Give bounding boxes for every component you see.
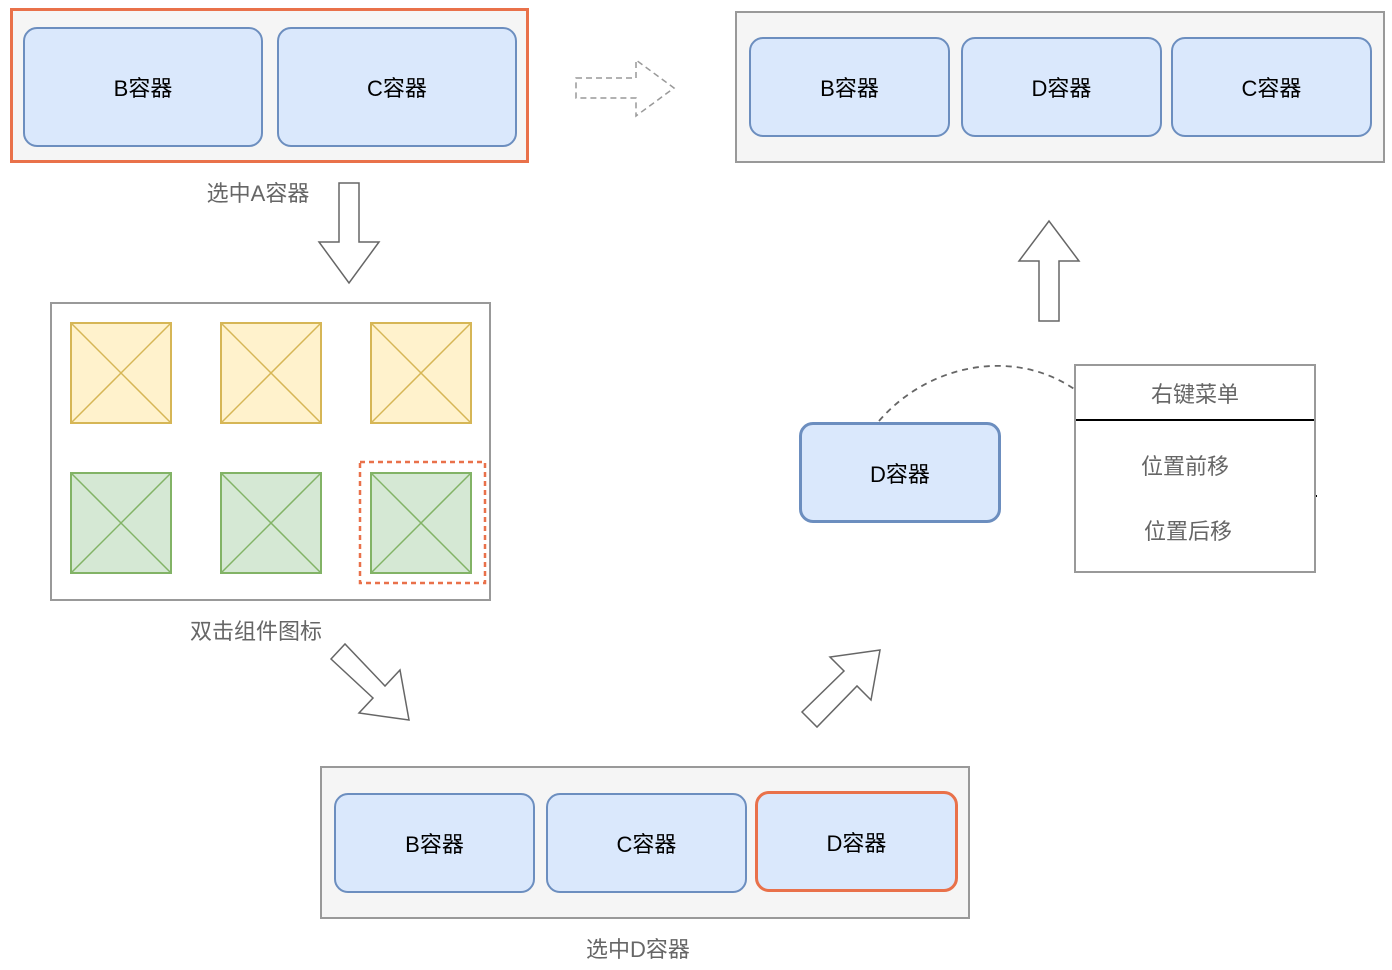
component-icon-6[interactable] bbox=[370, 472, 472, 574]
component-icon-5[interactable] bbox=[220, 472, 322, 574]
component-icon-2[interactable] bbox=[220, 322, 322, 424]
dragged-d-container[interactable]: D容器 bbox=[799, 422, 1001, 523]
container-a-child-c[interactable]: C容器 bbox=[277, 27, 517, 147]
dashed-arrow-right bbox=[575, 58, 676, 118]
arrow-down-right bbox=[329, 642, 410, 721]
arrow-up bbox=[1017, 219, 1081, 322]
bottom-child-c[interactable]: C容器 bbox=[546, 793, 747, 893]
arrow-down bbox=[317, 182, 381, 285]
caption-select-d: 选中D容器 bbox=[586, 937, 690, 962]
caption-double-click: 双击组件图标 bbox=[189, 619, 322, 644]
container-a-child-b[interactable]: B容器 bbox=[23, 27, 263, 147]
component-icon-4[interactable] bbox=[70, 472, 172, 574]
menu-item-move-backward[interactable]: 位置后移 bbox=[1143, 519, 1232, 544]
component-icon-1[interactable] bbox=[70, 322, 172, 424]
component-icon-3[interactable] bbox=[370, 322, 472, 424]
menu-item-move-forward[interactable]: 位置前移 bbox=[1140, 454, 1229, 479]
context-menu bbox=[1074, 364, 1316, 573]
bottom-child-d[interactable]: D容器 bbox=[755, 791, 958, 892]
component-selection-outline bbox=[358, 460, 487, 585]
caption-select-a: 选中A容器 bbox=[206, 181, 310, 206]
result-child-c[interactable]: C容器 bbox=[1171, 37, 1372, 137]
arrow-up-right bbox=[800, 649, 881, 729]
drag-path bbox=[878, 365, 1119, 437]
context-menu-title-divider bbox=[1076, 419, 1314, 421]
result-child-b[interactable]: B容器 bbox=[749, 37, 950, 137]
context-menu-title: 右键菜单 bbox=[1150, 382, 1239, 407]
bottom-child-b[interactable]: B容器 bbox=[334, 793, 535, 893]
result-child-d[interactable]: D容器 bbox=[961, 37, 1162, 137]
